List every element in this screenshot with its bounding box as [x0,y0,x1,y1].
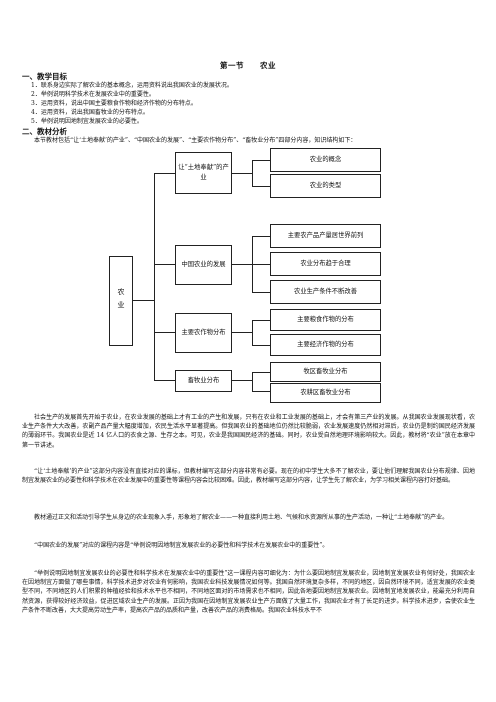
body-paragraph: “举例说明因地制宜发展农业的必要性和科学技术在发展农业中的重要性”这一课程内容可… [22,570,475,614]
body-paragraph: 教材通过正文和活动引导学生从身边的农业现象入手，形象地了解农业——一种直接利用土… [34,514,449,521]
diagram-group-box-2: 中国农业的发展 [175,245,232,285]
diagram-child-label: 主要经济作物的分布 [297,341,354,348]
objective-item: 3．运用资料，说出中国主要粮食作物和经济作物的分布特点。 [31,100,197,107]
objective-item: 4．运用资料，说出我国畜牧业的分布特点。 [31,109,149,116]
body-paragraph: “中国农业的发展”对应的课程内容是“举例说明因地制宜发展农业的必要性和科学技术在… [34,542,329,549]
objective-item: 2．举例说明科学技术在发展农业中的重要性。 [31,91,155,98]
diagram-group-label: 让“土地奉献”的产业 [178,164,229,181]
body-paragraph: “让‘土地奉献’的产业”这部分内容没有直接对应的课标，但教材编写这部分内容非常有… [22,468,475,485]
diagram-child-label: 农业的概念 [309,156,342,163]
objective-item: 1．联系身边实际了解农业的基本概念，运用资料说出我国农业的发展状况。 [31,82,233,89]
diagram-child-box: 农业分布趋于合理 [270,252,381,276]
diagram-child-box: 主要粮食作物的分布 [270,309,381,331]
diagram-group-box-1: 让“土地奉献”的产业 [175,152,232,194]
diagram-child-label: 农业生产条件不断改善 [294,288,357,295]
diagram-child-label: 农业的类型 [309,182,342,189]
diagram-child-box: 主要农产品产量居世界前列 [270,224,381,248]
diagram-root-label: 农业 [117,288,125,314]
diagram-child-box: 农业生产条件不断改善 [270,280,381,304]
diagram-child-box: 农业的概念 [270,148,381,172]
diagram-child-label: 主要农产品产量居世界前列 [287,232,364,239]
diagram-group-label: 畜牧业分布 [187,377,220,384]
diagram-group-box-4: 畜牧业分布 [175,370,232,392]
diagram-child-label: 农耕区畜牧业分布 [300,389,351,396]
diagram-child-box: 农耕区畜牧业分布 [270,383,381,403]
section-heading-objectives: 一、教学目标 [22,72,67,81]
diagram-group-box-3: 主要农作物分布 [175,313,232,353]
diagram-child-label: 农业分布趋于合理 [300,260,351,267]
objective-item: 5．举例说明因地制宜发展农业的必要性。 [31,118,143,125]
intro-paragraph: 本节教材包括“让‘土地奉献’的产业”、“中国农业的发展”、“主要农作物分布”、“… [34,137,357,144]
diagram-group-label: 中国农业的发展 [181,261,226,268]
diagram-child-label: 主要粮食作物的分布 [297,316,354,323]
diagram-group-label: 主要农作物分布 [181,329,226,336]
diagram-child-box: 主要经济作物的分布 [270,334,381,356]
diagram-root-box: 农业 [109,256,133,346]
diagram-child-box: 牧区畜牧业分布 [270,362,381,382]
body-paragraph: 社会生产的发展首先开始于农业，在农业发展的基础上才有工业的产生和发展，只有在农业… [22,414,475,449]
page-title: 第一节 农业 [220,61,276,70]
diagram-child-box: 农业的类型 [270,174,381,198]
diagram-child-label: 牧区畜牧业分布 [303,368,348,375]
section-heading-analysis: 二、教材分析 [22,127,67,136]
